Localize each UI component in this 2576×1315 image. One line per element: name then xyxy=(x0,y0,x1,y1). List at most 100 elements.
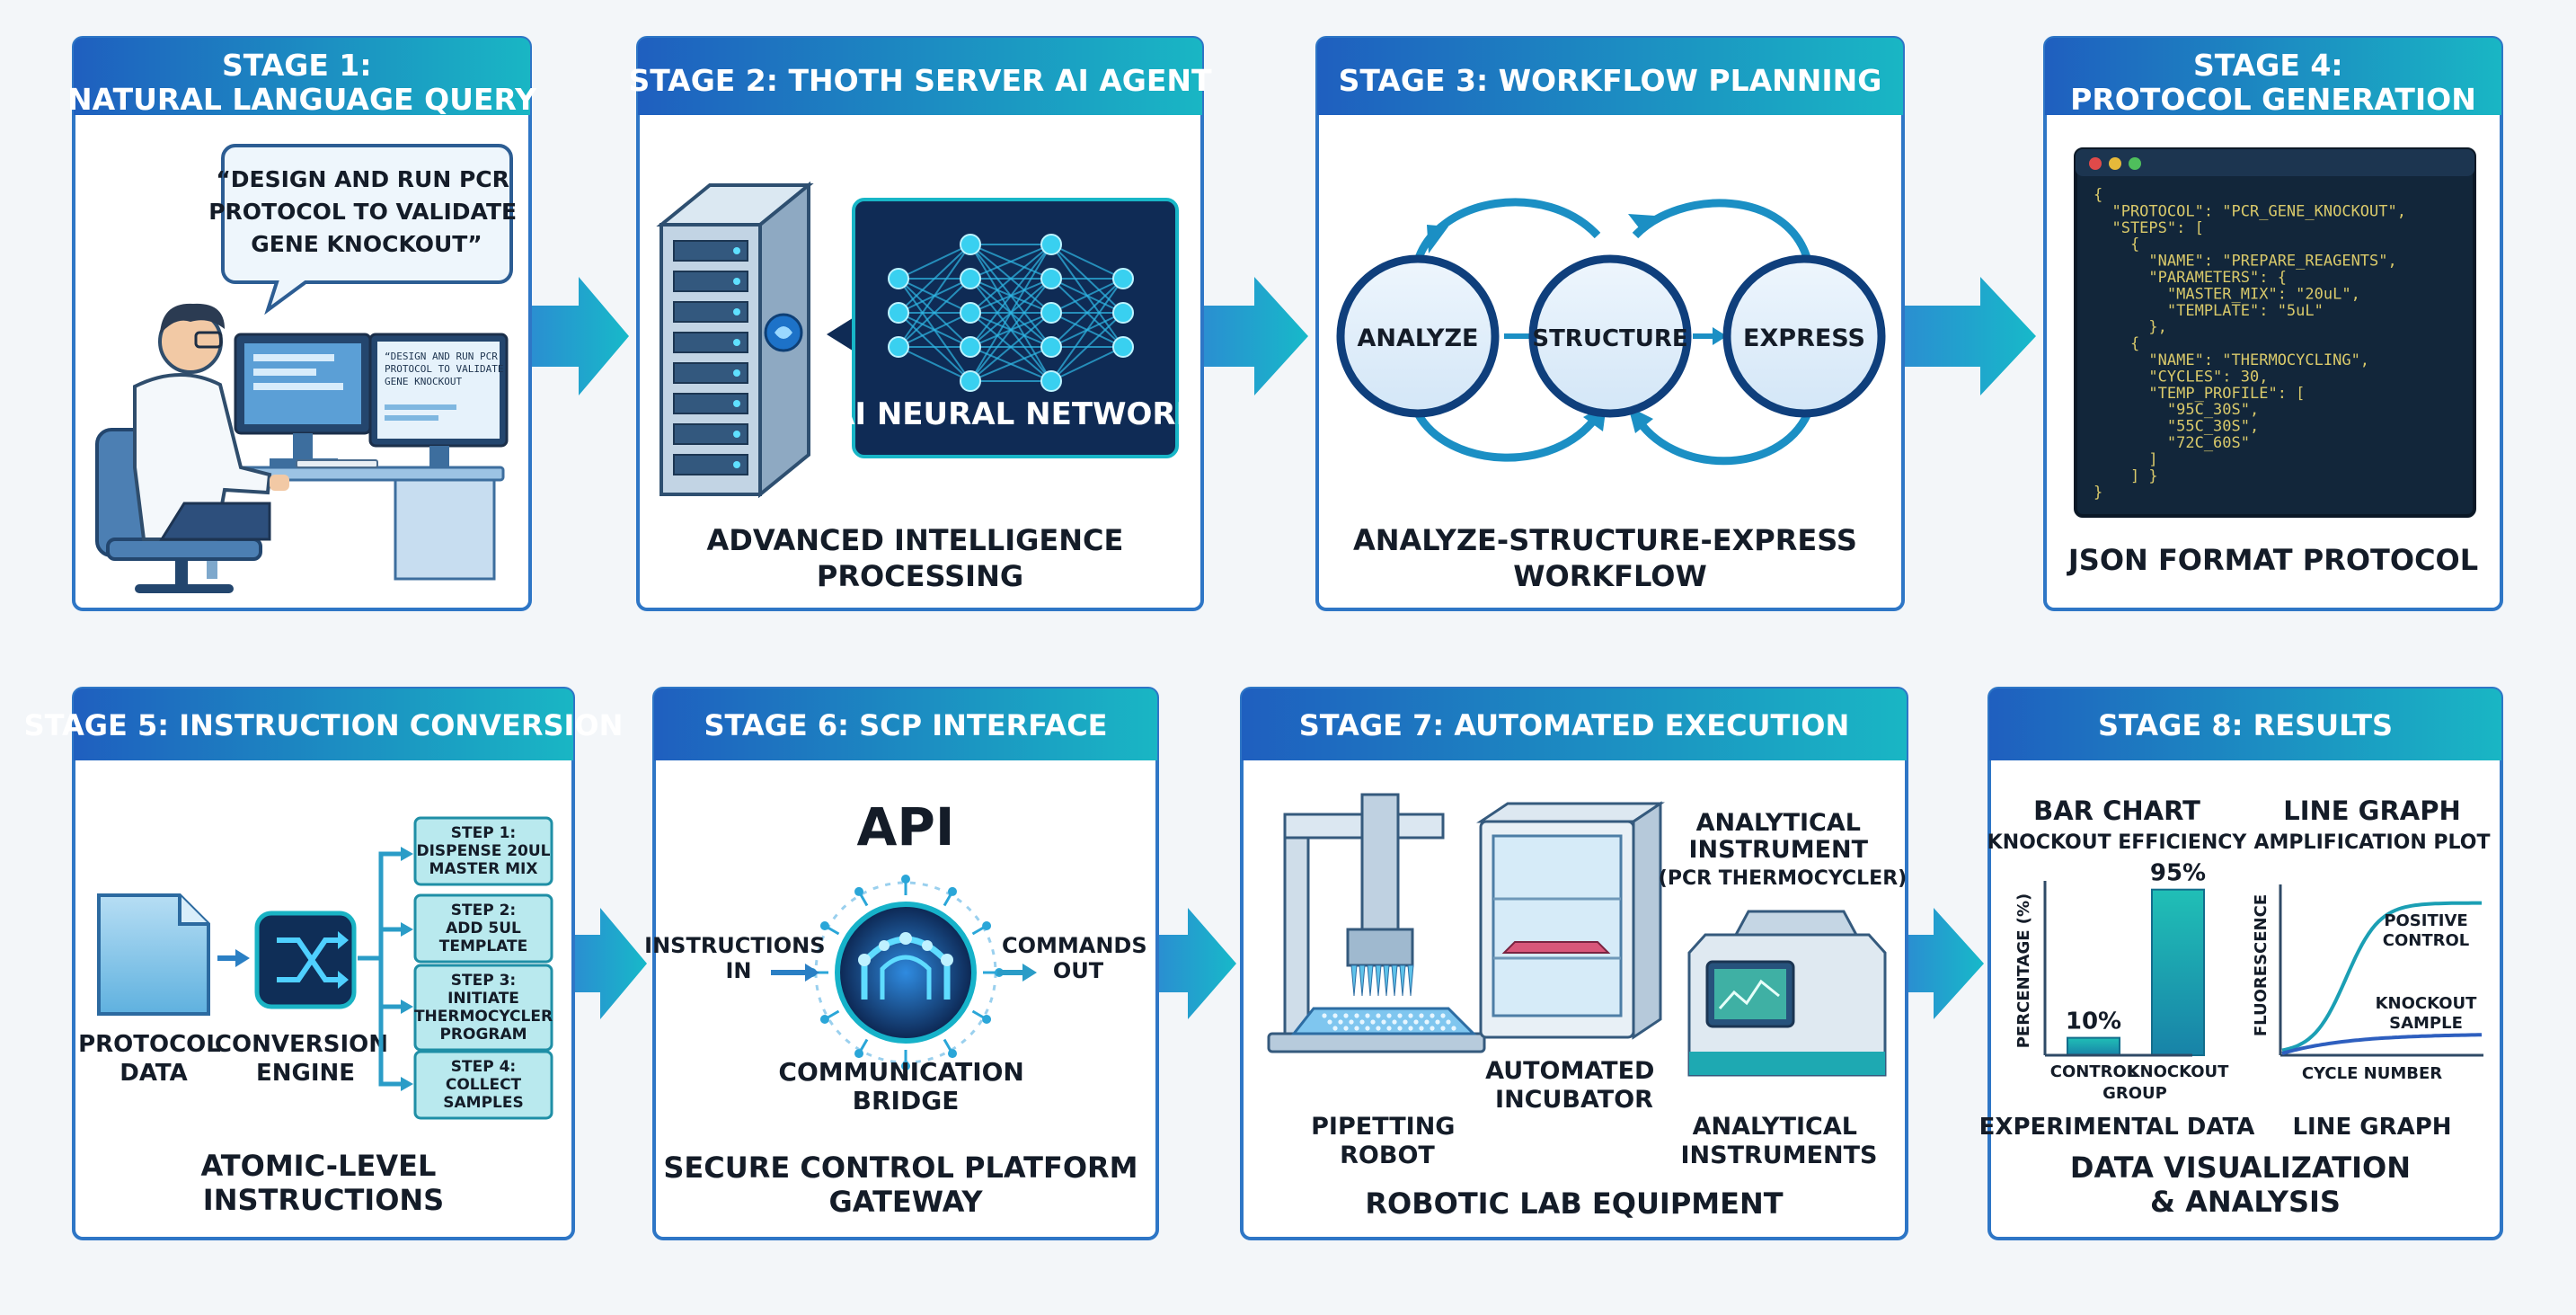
stage-3-caption: ANALYZE-STRUCTURE-EXPRESS WORKFLOW xyxy=(1353,523,1867,593)
well xyxy=(1349,1019,1354,1025)
instructions-in-label: INSTRUCTIONS IN xyxy=(644,933,833,983)
bar-chart-footer: EXPERIMENTAL DATA xyxy=(1979,1114,2255,1141)
stage-4-caption: JSON FORMAT PROTOCOL xyxy=(2067,543,2478,577)
nn-connection xyxy=(969,346,1052,382)
bar-value-label: 10% xyxy=(2066,1008,2121,1035)
well xyxy=(1451,1026,1456,1031)
commands-out-label: COMMANDS OUT xyxy=(1002,933,1155,983)
server-led xyxy=(733,278,740,285)
well xyxy=(1370,1019,1376,1025)
nn-node xyxy=(1040,336,1062,358)
code-line: "MASTER_MIX": "20uL", xyxy=(2094,285,2360,303)
code-line: "STEPS": [ xyxy=(2094,219,2204,237)
code-line: "55C_30S", xyxy=(2094,418,2259,436)
server-led xyxy=(733,247,740,254)
well xyxy=(1359,1019,1365,1025)
well xyxy=(1365,1026,1370,1031)
svg-text:EXPRESS: EXPRESS xyxy=(1743,324,1865,352)
line-series-0 xyxy=(2281,901,2482,1053)
line-chart-subheading: AMPLIFICATION PLOT xyxy=(2254,831,2491,854)
nn-node xyxy=(1040,302,1062,324)
code-line: ] } xyxy=(2094,467,2158,485)
svg-text:STRUCTURE: STRUCTURE xyxy=(1532,325,1687,352)
bridge-node xyxy=(854,886,863,896)
scientist-illustration: “DESIGN AND RUN PCR PROTOCOL TO VALIDATE… xyxy=(95,303,509,593)
stage-3-panel: STAGE 3: WORKFLOW PLANNING ANALYZE STRUC… xyxy=(1315,36,1905,611)
code-line: }, xyxy=(2094,318,2167,336)
nn-connection xyxy=(898,278,971,348)
server-led xyxy=(733,461,740,468)
well xyxy=(1435,1019,1440,1025)
nn-node xyxy=(888,336,909,358)
bridge-node xyxy=(819,921,829,930)
nn-connection xyxy=(898,312,971,348)
server-rack xyxy=(656,181,814,499)
well xyxy=(1322,1013,1327,1018)
well xyxy=(1408,1013,1413,1018)
fanout-arrows xyxy=(358,851,401,1087)
nn-node xyxy=(1040,268,1062,289)
node-structure: STRUCTURE xyxy=(1528,254,1692,418)
nn-label: AI NEURAL NETWORK xyxy=(831,396,1201,432)
code-line: "TEMP_PROFILE": [ xyxy=(2094,385,2305,403)
svg-text:PROTOCOL DATA: PROTOCOL DATA xyxy=(78,1031,229,1087)
server-slot xyxy=(673,393,748,414)
stage-6-title: STAGE 6: SCP INTERFACE xyxy=(704,708,1107,742)
stage-6-panel: STAGE 6: SCP INTERFACE API INSTRUCTIONS … xyxy=(644,687,1159,1240)
nn-node xyxy=(960,268,981,289)
nn-node xyxy=(960,234,981,255)
line-chart: LINE GRAPH AMPLIFICATION PLOT FLUORESCEN… xyxy=(2252,795,2490,1141)
server-slot xyxy=(673,454,748,475)
code-line: "72C_60S" xyxy=(2094,434,2250,452)
conversion-engine: CONVERSION ENGINE xyxy=(215,911,388,1087)
nn-node xyxy=(960,370,981,392)
pipette-tip xyxy=(1375,964,1382,997)
well xyxy=(1338,1019,1343,1025)
code-line: "NAME": "PREPARE_REAGENTS", xyxy=(2094,253,2397,271)
stage-8-panel: STAGE 8: RESULTS BAR CHART KNOCKOUT EFFI… xyxy=(1979,687,2503,1240)
nn-node xyxy=(960,336,981,358)
bar-category-label: KNOCKOUT xyxy=(2128,1062,2230,1081)
arrow-7-to-8 xyxy=(1908,908,1984,1019)
bar-1 xyxy=(2151,888,2205,1057)
bridge-node xyxy=(982,921,992,930)
well xyxy=(1419,1013,1424,1018)
server-led xyxy=(733,369,740,377)
step-box xyxy=(413,816,553,886)
bar-chart-xlabel: GROUP xyxy=(2102,1084,2167,1103)
bar-chart-heading: BAR CHART xyxy=(2033,795,2200,826)
well xyxy=(1354,1026,1359,1031)
nn-connection xyxy=(1050,346,1124,382)
well xyxy=(1327,1019,1332,1025)
bar-chart-subheading: KNOCKOUT EFFICIENCY xyxy=(1987,831,2248,854)
nn-node xyxy=(888,268,909,289)
nn-connection xyxy=(1050,278,1124,314)
code-line: "NAME": "THERMOCYCLING", xyxy=(2094,351,2369,369)
pipetting-robot: PIPETTING ROBOT xyxy=(1267,793,1486,1169)
well xyxy=(1397,1026,1403,1031)
code-line: { xyxy=(2094,235,2139,253)
well xyxy=(1332,1013,1338,1018)
well xyxy=(1365,1013,1370,1018)
arrow-6-to-7 xyxy=(1159,908,1236,1019)
nn-node xyxy=(960,302,981,324)
stage-2-panel: STAGE 2: THOTH SERVER AI AGENT AI NEURAL… xyxy=(628,36,1212,611)
stage-6-caption: SECURE CONTROL PLATFORM GATEWAY xyxy=(663,1151,1147,1219)
nn-node xyxy=(888,302,909,324)
pipette-tip xyxy=(1359,964,1366,997)
line-chart-heading: LINE GRAPH xyxy=(2283,795,2461,826)
stage-4-panel: STAGE 4: PROTOCOL GENERATION { "PROTOCOL… xyxy=(2043,36,2503,611)
automated-incubator: AUTOMATED INCUBATOR xyxy=(1476,801,1665,1114)
server-slot xyxy=(673,332,748,353)
bridge-node xyxy=(948,1049,957,1059)
bridge-node xyxy=(819,1015,829,1024)
nn-connection xyxy=(969,244,1052,348)
